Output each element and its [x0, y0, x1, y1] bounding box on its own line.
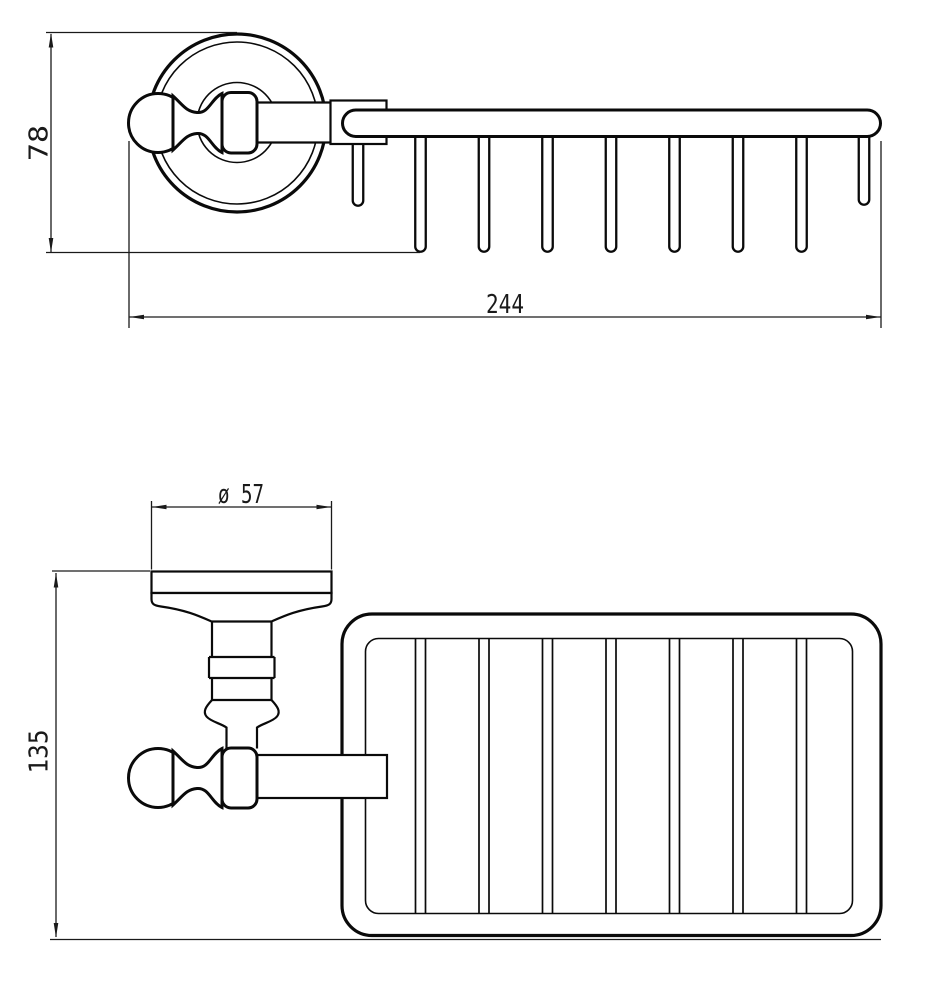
- dimension-depth: 78: [25, 31, 420, 254]
- arrowhead-left: [129, 314, 144, 320]
- basket-wire: [414, 639, 427, 913]
- stem-bulge-left: [203, 699, 228, 749]
- mount-arm-body: [257, 102, 333, 143]
- stem-bulge-right: [255, 699, 280, 749]
- basket-wire: [668, 639, 681, 913]
- basket-wires: [414, 639, 808, 913]
- top-view: 78 244: [25, 31, 882, 328]
- prong-long: [668, 133, 681, 253]
- prong-long: [541, 133, 554, 253]
- prong-long: [604, 133, 618, 253]
- basket-rim-inner: [364, 637, 854, 915]
- arrowhead-right: [866, 314, 881, 320]
- wall-flange-stem: [150, 570, 333, 749]
- soap-basket: [340, 612, 883, 938]
- arrowhead-down: [53, 923, 59, 938]
- knob-hub: [220, 746, 259, 810]
- basket-rim-outer: [340, 612, 883, 938]
- prong-long: [795, 133, 808, 253]
- basket-wire: [478, 639, 490, 913]
- extension-line: [46, 31, 420, 254]
- dimension-flange-diameter: ø 57: [150, 480, 333, 570]
- basket-wire: [541, 639, 554, 913]
- knob-waist: [171, 91, 224, 155]
- prong-long: [731, 133, 745, 253]
- arrowhead-down: [48, 238, 54, 253]
- prong-short: [857, 133, 871, 206]
- flange-lip: [150, 591, 333, 623]
- basket-wire: [795, 639, 808, 913]
- flange-plate: [150, 570, 333, 595]
- dimension-label-height: 135: [25, 730, 55, 774]
- knob-hub: [220, 91, 259, 155]
- prong-short: [351, 133, 365, 207]
- support-arm: [255, 753, 389, 800]
- basket-wire: [732, 639, 744, 913]
- front-view: ø 57 135: [25, 480, 883, 941]
- prongs: [351, 133, 871, 253]
- prong-long: [414, 133, 427, 253]
- extension-line: [50, 570, 881, 941]
- dimension-height: 135: [25, 570, 881, 941]
- prong-long: [477, 133, 491, 253]
- rack-bar: [341, 108, 882, 138]
- mount-arm-edges: [257, 101, 333, 144]
- basket-wire: [605, 639, 617, 913]
- stem-sections: [207, 621, 276, 702]
- dimension-width: 244: [128, 141, 882, 328]
- finial-knob: [127, 91, 259, 155]
- dimension-label-depth: 78: [25, 125, 55, 161]
- arrowhead-right: [316, 504, 331, 510]
- arrowhead-up: [53, 573, 59, 588]
- dimension-label-width: 244: [486, 290, 524, 320]
- extension-line: [128, 141, 882, 328]
- extension-line: [150, 501, 333, 570]
- dimension-label-flange-diameter: ø 57: [218, 480, 264, 510]
- finial-knob-front: [127, 746, 259, 810]
- knob-waist: [171, 746, 224, 810]
- mount-arm: [257, 101, 333, 144]
- arrowhead-left: [152, 504, 167, 510]
- arrowhead-up: [48, 33, 54, 48]
